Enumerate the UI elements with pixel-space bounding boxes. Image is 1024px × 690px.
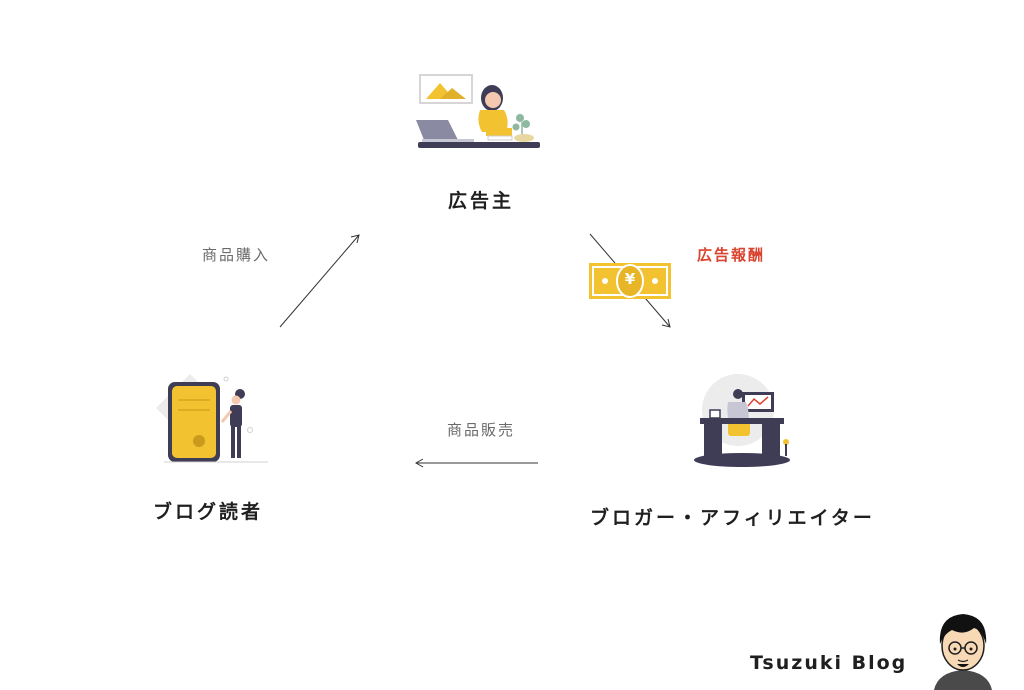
advertiser-illustration xyxy=(416,74,540,148)
brand-name: Tsuzuki Blog xyxy=(750,652,908,674)
node-label-reader: ブログ読者 xyxy=(153,501,264,523)
blogger-illustration xyxy=(694,374,790,467)
banknote-icon xyxy=(589,263,671,299)
reader-illustration xyxy=(156,374,268,463)
yen-symbol: ¥ xyxy=(624,270,636,288)
arrow-sales xyxy=(414,458,538,468)
node-label-advertiser: 広告主 xyxy=(448,190,515,212)
edge-label-purchase: 商品購入 xyxy=(202,246,271,264)
edge-label-sales: 商品販売 xyxy=(447,421,516,439)
arrow-purchase xyxy=(279,234,360,328)
avatar xyxy=(934,614,992,690)
edge-label-reward: 広告報酬 xyxy=(697,246,766,264)
node-label-blogger: ブロガー・アフィリエイター xyxy=(590,507,875,529)
